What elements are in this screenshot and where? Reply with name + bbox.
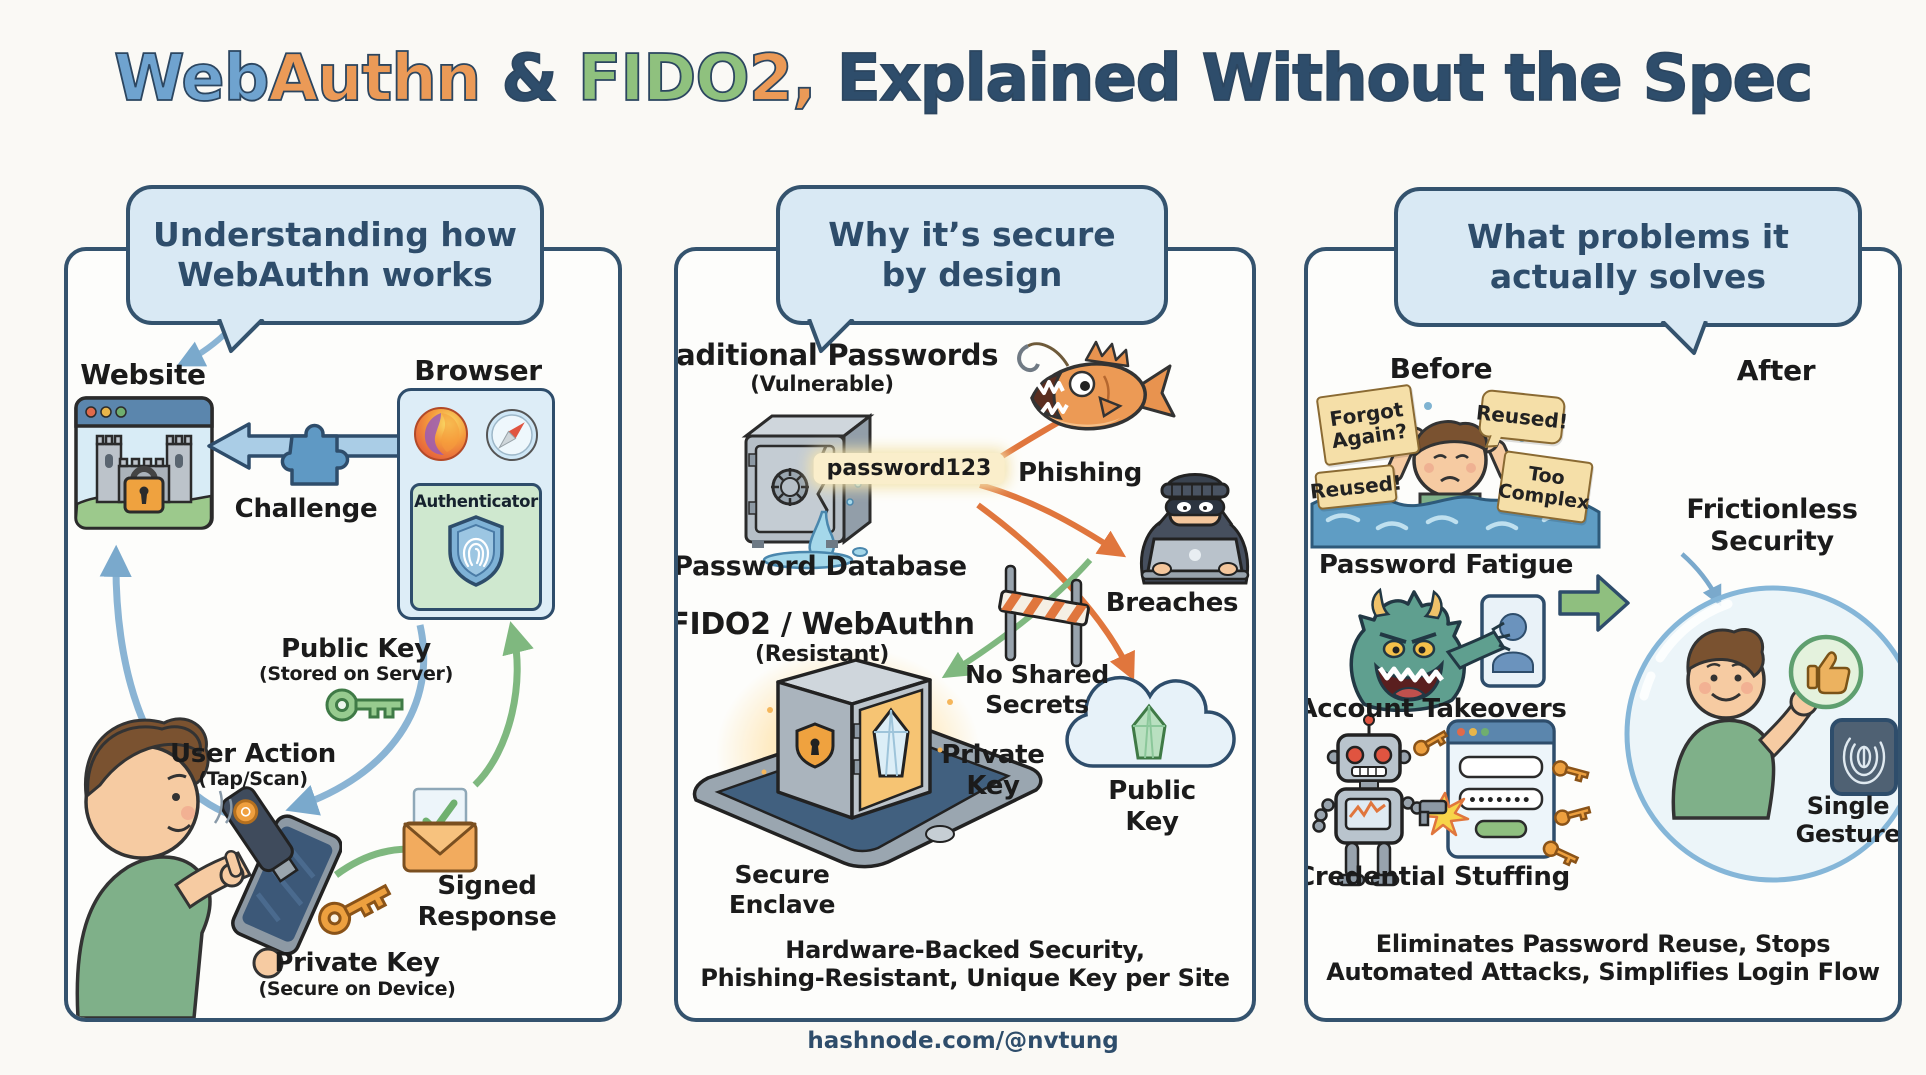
note-reused-text: Reused!	[1474, 400, 1570, 434]
frictionless-security-label: Frictionless Security	[1686, 494, 1858, 557]
bubble-tail-1	[217, 319, 265, 353]
bubble-user-icon	[1624, 585, 1898, 883]
password-database-label: Password Database	[674, 551, 967, 582]
challenge-to-authenticator-arrow	[285, 624, 428, 816]
phishing-fish-icon	[1017, 340, 1176, 431]
transition-arrow	[1558, 574, 1630, 632]
frictionless-pointer-arrow	[1680, 552, 1722, 607]
public-key-cloud-icon	[1065, 675, 1236, 768]
after-label: After	[1736, 354, 1816, 387]
note-forgot-again: Forgot Again?	[1315, 383, 1421, 467]
private-key-label: Private Key	[941, 740, 1045, 801]
challenge-puzzle-icon	[280, 423, 350, 486]
title-two: 2,	[748, 41, 818, 117]
public-key-label: Public Key	[281, 634, 431, 664]
leaked-password-tag: password123	[813, 453, 1005, 484]
public-key-sublabel: (Stored on Server)	[258, 663, 454, 685]
header-secure-by-design: Why it’s secure by design	[776, 185, 1168, 325]
solves-summary: Eliminates Password Reuse, Stops Automat…	[1326, 930, 1880, 987]
bubble-tail-2	[807, 319, 855, 353]
no-shared-secrets-label: No Shared Secrets	[965, 660, 1109, 719]
fido-webauthn-label: FIDO2 / WebAuthn	[674, 607, 975, 642]
bubble-tail-3	[1660, 321, 1708, 355]
safari-icon	[486, 409, 538, 461]
browser-label: Browser	[414, 354, 542, 387]
private-key-label: Private Key	[274, 948, 440, 978]
secure-enclave-label: Secure Enclave	[728, 860, 836, 919]
page-title: WebAuthn & FIDO2, Explained Without the …	[0, 41, 1926, 117]
deflected-arrow	[941, 558, 1093, 679]
breaches-label: Breaches	[1105, 588, 1239, 618]
authenticator-shield-icon	[448, 515, 504, 587]
phishing-label: Phishing	[1017, 458, 1143, 488]
fido-sublabel: (Resistant)	[755, 642, 889, 667]
header-how-webauthn-works: Understanding how WebAuthn works	[126, 185, 544, 325]
panel-how-webauthn-works: Authenticator	[64, 247, 622, 1022]
robot-icon: •••••••	[1312, 714, 1592, 887]
user-tapping-icon	[75, 717, 342, 1018]
title-fido: FIDO	[577, 41, 751, 117]
before-label: Before	[1389, 352, 1493, 385]
green-key-icon	[325, 688, 404, 722]
footer-handle: hashnode.com/@nvtung	[807, 1028, 1119, 1054]
signed-response-label: Signed Response	[417, 871, 557, 932]
user-action-label: User Action	[169, 739, 337, 769]
panel-secure-by-design: password123 Traditional Passwords (Vulne…	[674, 247, 1256, 1022]
authenticator-box: Authenticator	[410, 483, 542, 611]
barrier-icon	[998, 564, 1090, 668]
hacker-icon	[1139, 473, 1250, 585]
login-form-window: •••••••	[1446, 719, 1556, 859]
title-authn: Authn	[268, 41, 483, 117]
panel-problems-solved: •••••••	[1304, 247, 1902, 1022]
orange-key-icon	[318, 883, 392, 935]
title-amp: &	[480, 41, 578, 117]
public-key-label: Public Key	[1108, 776, 1196, 837]
note-too-complex: Too Complex	[1496, 450, 1594, 524]
title-rest: Explained Without the Spec	[815, 41, 1814, 117]
response-to-browser-arrow	[472, 621, 534, 788]
user-action-sublabel: (Tap/Scan)	[198, 768, 308, 790]
browser-box: Authenticator	[397, 388, 555, 620]
password-dots: •••••••	[1468, 793, 1531, 809]
private-key-sublabel: (Secure on Device)	[258, 978, 456, 1000]
website-window-icon	[74, 396, 214, 530]
firefox-icon	[414, 407, 468, 461]
header-problems-solved: What problems it actually solves	[1394, 187, 1862, 327]
challenge-label: Challenge	[234, 494, 378, 524]
monster-icon	[1349, 587, 1546, 712]
note-reused-bubble: Reused!	[1474, 388, 1570, 448]
signed-envelope-icon	[402, 787, 478, 873]
secure-summary: Hardware-Backed Security, Phishing-Resis…	[700, 936, 1230, 993]
account-takeovers-label: Account Takeovers	[1304, 694, 1567, 724]
secure-enclave-icon	[692, 647, 1043, 869]
traditional-passwords-label: Traditional Passwords	[674, 338, 999, 372]
single-gesture-label: Single Gesture	[1795, 792, 1901, 849]
traditional-sublabel: (Vulnerable)	[750, 372, 894, 396]
title-web: Web	[113, 41, 270, 117]
password-fatigue-label: Password Fatigue	[1318, 550, 1574, 580]
credential-stuffing-label: Credential Stuffing	[1304, 862, 1570, 892]
website-label: Website	[80, 358, 206, 391]
flying-keys-icon	[1413, 729, 1592, 867]
authenticator-label: Authenticator	[414, 492, 538, 511]
vault-leak-icon	[741, 412, 875, 570]
